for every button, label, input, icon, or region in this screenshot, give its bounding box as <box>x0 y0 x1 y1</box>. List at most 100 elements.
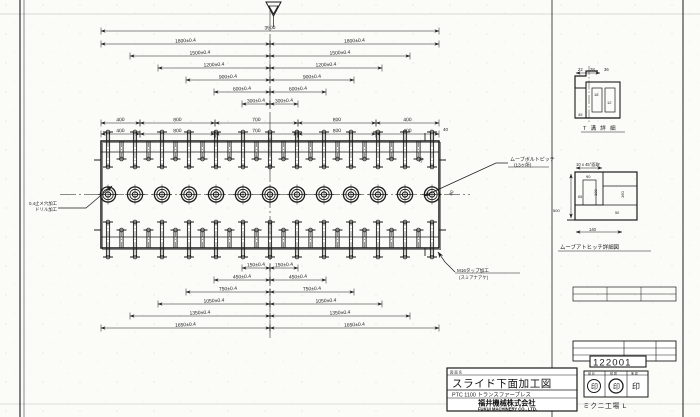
svg-text:400: 400 <box>116 128 125 134</box>
detail-upper-dim-3: 36 <box>604 67 609 72</box>
t-slot <box>413 141 424 162</box>
t-slot <box>224 227 235 248</box>
approval-stamp-1: 印 <box>613 383 620 391</box>
dimension: 1200±0.4 <box>269 62 383 72</box>
dimension: 750±0.4 <box>269 286 355 296</box>
svg-text:1650±0.4: 1650±0.4 <box>175 322 196 329</box>
t-slot <box>386 141 397 162</box>
approval-stamp-0: 印 <box>591 383 598 391</box>
dimension: 400 <box>375 117 440 127</box>
t-slot <box>332 227 343 248</box>
svg-text:1500±0.4: 1500±0.4 <box>189 50 210 57</box>
bolt-hole <box>395 184 415 205</box>
svg-text:1200±0.4: 1200±0.4 <box>203 62 224 69</box>
svg-text:700: 700 <box>252 128 261 134</box>
t-slot <box>427 219 437 248</box>
t-slot <box>157 248 167 260</box>
dimension: 150±0.4 <box>269 262 299 272</box>
detail-lower-dim-65: 65 <box>578 195 582 199</box>
t-slot <box>238 248 248 260</box>
t-slot <box>292 219 302 248</box>
t-slot <box>265 141 275 170</box>
t-slot <box>400 141 410 170</box>
t-slot <box>265 219 275 248</box>
svg-text:150±0.4: 150±0.4 <box>275 262 294 269</box>
center-dim: 40 <box>448 189 456 196</box>
svg-text:3900: 3900 <box>264 25 276 32</box>
bolt-hole <box>314 184 334 205</box>
svg-text:150±0.4: 150±0.4 <box>247 262 266 269</box>
t-slot <box>251 227 262 248</box>
t-slot <box>265 248 275 260</box>
detail-upper-dim-4: 18 <box>594 92 599 97</box>
t-slot <box>346 248 356 260</box>
note-right-line2: (13ヶ所) <box>514 162 532 169</box>
approval-stamp-2: 印 <box>632 382 640 391</box>
t-slot <box>373 248 383 260</box>
t-slot <box>211 248 221 260</box>
svg-text:600±0.4: 600±0.4 <box>233 86 252 93</box>
t-slot <box>319 248 329 260</box>
detail-lower-dim-chamfer: 10 x 45°面取 <box>576 162 601 168</box>
t-slot <box>413 227 424 248</box>
t-slot <box>427 141 437 170</box>
t-slot <box>170 141 181 162</box>
dimension: 300±0.4 <box>269 98 299 108</box>
t-slot <box>319 141 329 170</box>
note-right-line1: ムーブボルトピッチ <box>510 156 555 163</box>
svg-text:600±0.4: 600±0.4 <box>289 86 308 93</box>
t-slot <box>359 141 370 162</box>
t-slot <box>400 248 410 260</box>
note-left-line2: ドリル加工 <box>35 206 58 213</box>
detail-lower-caption: ムーブアトヒッチ詳細図 <box>560 243 619 251</box>
detail-lower-dim-35: 500 <box>553 208 560 213</box>
t-slot <box>143 141 154 162</box>
revision-grid <box>572 286 677 302</box>
t-slot <box>238 141 248 170</box>
t-slot <box>346 141 356 170</box>
svg-text:1050±0.4: 1050±0.4 <box>315 298 336 305</box>
t-slot <box>170 227 181 248</box>
main-plan-view <box>60 8 470 340</box>
t-slot <box>130 141 140 170</box>
t-slot <box>116 141 127 162</box>
t-slot <box>143 227 154 248</box>
svg-text:400: 400 <box>403 117 412 123</box>
dimension: 1650±0.4 <box>269 322 440 332</box>
t-slot <box>400 219 410 248</box>
t-slot-features <box>103 129 437 260</box>
dimension: 600±0.4 <box>269 86 327 96</box>
detail-upper-dim-2: 28 <box>590 67 595 72</box>
dimension: 1500±0.4 <box>269 50 411 60</box>
bolt-hole <box>233 184 253 205</box>
t-slot <box>359 227 370 248</box>
svg-text:800: 800 <box>173 117 182 123</box>
title-block-title: スライド下面加工図 <box>452 378 552 390</box>
drawing-number: 122001 <box>593 358 632 369</box>
dimension: 1800±0.4 <box>269 38 440 48</box>
note-bottom-line1: M16タップ加工 <box>457 267 489 274</box>
svg-text:1800±0.4: 1800±0.4 <box>344 38 365 45</box>
detail-lower-dim-50: 50 <box>615 211 619 215</box>
t-slot <box>184 219 194 248</box>
t-slot <box>116 227 127 248</box>
t-slot <box>251 141 262 162</box>
t-slot <box>278 141 289 162</box>
sheet-footer-code: ミクニ工場 L <box>583 401 627 410</box>
svg-text:400: 400 <box>116 117 125 123</box>
t-slot <box>305 227 316 248</box>
title-block: 図 面 名 スライド下面加工図 PTC 1100 トランスファープレス 福井機械… <box>446 367 578 412</box>
detail-upper-dim-5: 12 <box>607 100 612 105</box>
dimension: 900±0.4 <box>269 74 355 84</box>
bolt-hole <box>368 184 388 205</box>
dimension: 1350±0.4 <box>269 310 411 320</box>
approval-label-0: 設 計 <box>588 370 595 375</box>
bolt-hole <box>152 184 172 205</box>
svg-text:300±0.4: 300±0.4 <box>275 98 294 105</box>
svg-text:800: 800 <box>173 128 182 134</box>
t-slot <box>157 219 167 248</box>
title-block-company-en: FUKUI MACHINERY CO., LTD. <box>478 407 537 412</box>
